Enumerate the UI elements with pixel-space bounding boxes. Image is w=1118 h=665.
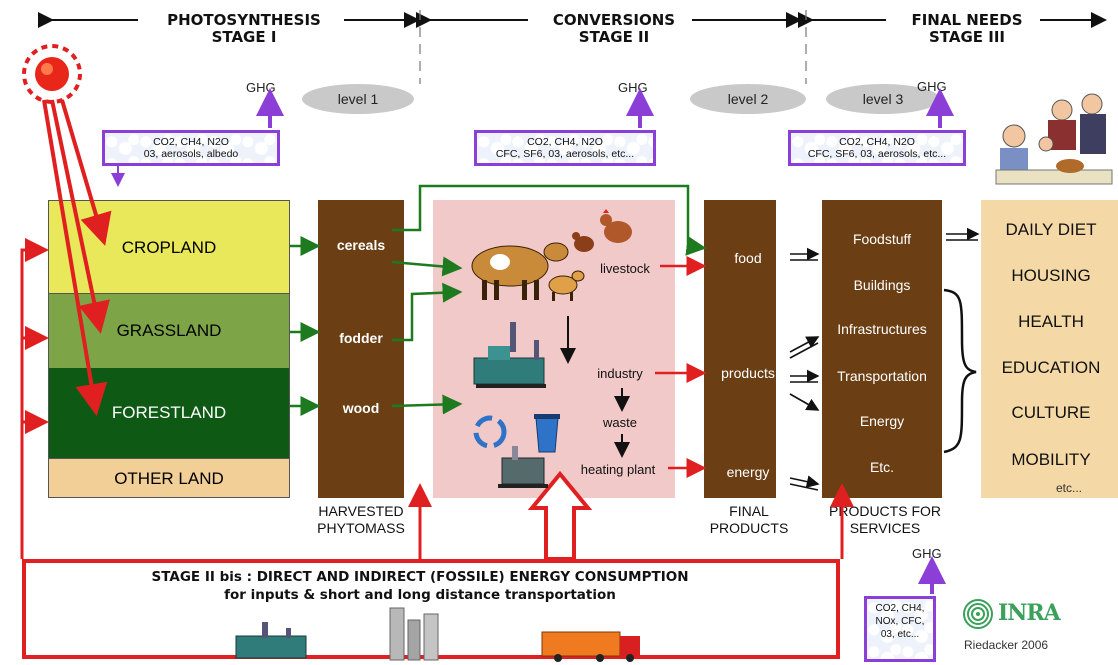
cereals-label: cereals	[336, 237, 386, 253]
level-3-label: level 3	[862, 91, 904, 107]
stage-2-header: CONVERSIONS STAGE II	[530, 12, 698, 46]
gas-box-3-line1: CO2, CH4, N2O	[839, 136, 915, 148]
need-education: EDUCATION	[1001, 358, 1101, 377]
grassland-label: GRASSLAND	[116, 321, 222, 340]
process-flow-arrows	[560, 316, 630, 458]
recycle-icon	[473, 415, 507, 449]
final-to-services-arrows	[789, 227, 980, 491]
inra-logo-text: INRA	[998, 600, 1061, 626]
process-to-final-arrows	[655, 256, 707, 478]
level-2-ellipse: level 2	[690, 84, 806, 114]
stage-1-header: PHOTOSYNTHESIS STAGE I	[140, 12, 348, 46]
need-daily-diet: DAILY DIET	[1005, 220, 1097, 239]
stage-3-header: FINAL NEEDS STAGE III	[888, 12, 1046, 46]
stage-2-subtitle: STAGE II	[578, 28, 650, 46]
heating-plant-icon	[498, 446, 548, 488]
bin-icon	[534, 414, 560, 453]
gas-box-1: CO2, CH4, N2O 03, aerosols, albedo	[102, 130, 280, 166]
service-infrastructures: Infrastructures	[837, 321, 927, 337]
heating-plant-label: heating plant	[580, 462, 656, 477]
energy-feedback-arrows	[20, 238, 854, 559]
final-products-caption: FINAL PRODUCTS	[694, 503, 804, 537]
energy-label: energy	[726, 464, 770, 480]
need-mobility: MOBILITY	[1011, 450, 1091, 469]
stage-3-subtitle: STAGE III	[928, 28, 1005, 46]
need-housing: HOUSING	[1011, 266, 1091, 285]
gas-box-1-line1: CO2, CH4, N2O	[153, 136, 229, 148]
inra-fingerprint-icon	[963, 599, 993, 629]
livestock-label: livestock	[600, 261, 650, 276]
sun-rays	[42, 99, 112, 416]
gas-box-4: CO2, CH4, NOx, CFC, 03, etc...	[864, 596, 936, 662]
harvested-caption-line2: PHYTOMASS	[317, 520, 405, 536]
service-buildings: Buildings	[853, 277, 911, 293]
final-caption-line1: FINAL	[729, 503, 769, 519]
big-energy-arrow	[527, 470, 593, 561]
waste-label: waste	[603, 415, 637, 430]
final-caption-line2: PRODUCTS	[709, 520, 789, 536]
gas-box-4-line2: NOx, CFC,	[875, 616, 925, 627]
stage-2bis-text: STAGE II bis : DIRECT AND INDIRECT (FOSS…	[40, 568, 800, 604]
harvested-caption-line1: HARVESTED	[318, 503, 404, 519]
inra-logo: INRA	[962, 596, 1061, 632]
family-icon	[995, 93, 1113, 185]
stage-2-title: CONVERSIONS	[552, 11, 676, 29]
stage-2bis-line2: for inputs & short and long distance tra…	[224, 587, 616, 603]
wood-label: wood	[342, 400, 380, 416]
cow-icon	[471, 242, 569, 300]
gas-box-3: CO2, CH4, N2O CFC, SF6, 03, aerosols, et…	[788, 130, 966, 166]
stage-3-title: FINAL NEEDS	[911, 11, 1023, 29]
refinery-icon	[389, 607, 439, 661]
calf-icon	[548, 270, 585, 301]
harvested-caption: HARVESTED PHYTOMASS	[296, 503, 426, 537]
sun-icon	[22, 44, 82, 104]
level-3-ellipse: level 3	[826, 84, 940, 114]
need-health: HEALTH	[1018, 312, 1084, 331]
harvested-column	[318, 200, 404, 498]
gas-box-2-line1: CO2, CH4, N2O	[527, 136, 603, 148]
stage-2bis-line1: STAGE II bis : DIRECT AND INDIRECT (FOSS…	[151, 569, 689, 585]
services-column	[822, 200, 942, 498]
service-transportation: Transportation	[837, 368, 927, 384]
credit-text: Riedacker 2006	[964, 638, 1049, 652]
stage-1-subtitle: STAGE I	[211, 28, 277, 46]
fodder-label: fodder	[339, 330, 383, 346]
stage-1-title: PHOTOSYNTHESIS	[167, 11, 321, 29]
service-etc: Etc.	[869, 459, 895, 475]
factory-small-icon	[235, 622, 307, 659]
needs-brace	[943, 288, 977, 454]
truck-icon	[541, 631, 640, 662]
cropland-label: CROPLAND	[121, 238, 217, 257]
food-label: food	[734, 250, 762, 266]
chicken-icon	[572, 209, 632, 252]
factory-icon	[473, 322, 546, 388]
gas-box-3-line2: CFC, SF6, 03, aerosols, etc...	[807, 148, 947, 160]
level-1-label: level 1	[337, 91, 379, 107]
otherland-band: OTHER LAND	[48, 458, 290, 498]
land-to-harvest-arrows	[290, 184, 707, 416]
level-1-ellipse: level 1	[302, 84, 414, 114]
service-foodstuff: Foodstuff	[852, 231, 912, 247]
gas-box-2: CO2, CH4, N2O CFC, SF6, 03, aerosols, et…	[474, 130, 656, 166]
ghg-arrows	[256, 88, 954, 594]
needs-panel	[981, 200, 1118, 498]
services-caption: PRODUCTS FOR SERVICES	[810, 503, 960, 537]
stage-dividers	[419, 10, 807, 84]
service-energy: Energy	[859, 413, 905, 429]
industry-label: industry	[597, 366, 643, 381]
services-caption-line2: SERVICES	[849, 520, 921, 536]
gas-box-2-line2: CFC, SF6, 03, aerosols, etc...	[495, 148, 635, 160]
gas-box-4-line3: 03, etc...	[880, 629, 920, 640]
gas-box-1-line2: 03, aerosols, albedo	[143, 148, 239, 160]
need-more: etc...	[1056, 481, 1083, 495]
forestland-label: FORESTLAND	[111, 403, 227, 422]
otherland-label: OTHER LAND	[114, 469, 224, 488]
services-caption-line1: PRODUCTS FOR	[829, 503, 941, 519]
final-products-column	[704, 200, 776, 498]
need-culture: CULTURE	[1011, 403, 1091, 422]
level-2-label: level 2	[727, 91, 769, 107]
products-label: products	[721, 365, 775, 381]
gas-box-4-line1: CO2, CH4,	[875, 603, 925, 614]
